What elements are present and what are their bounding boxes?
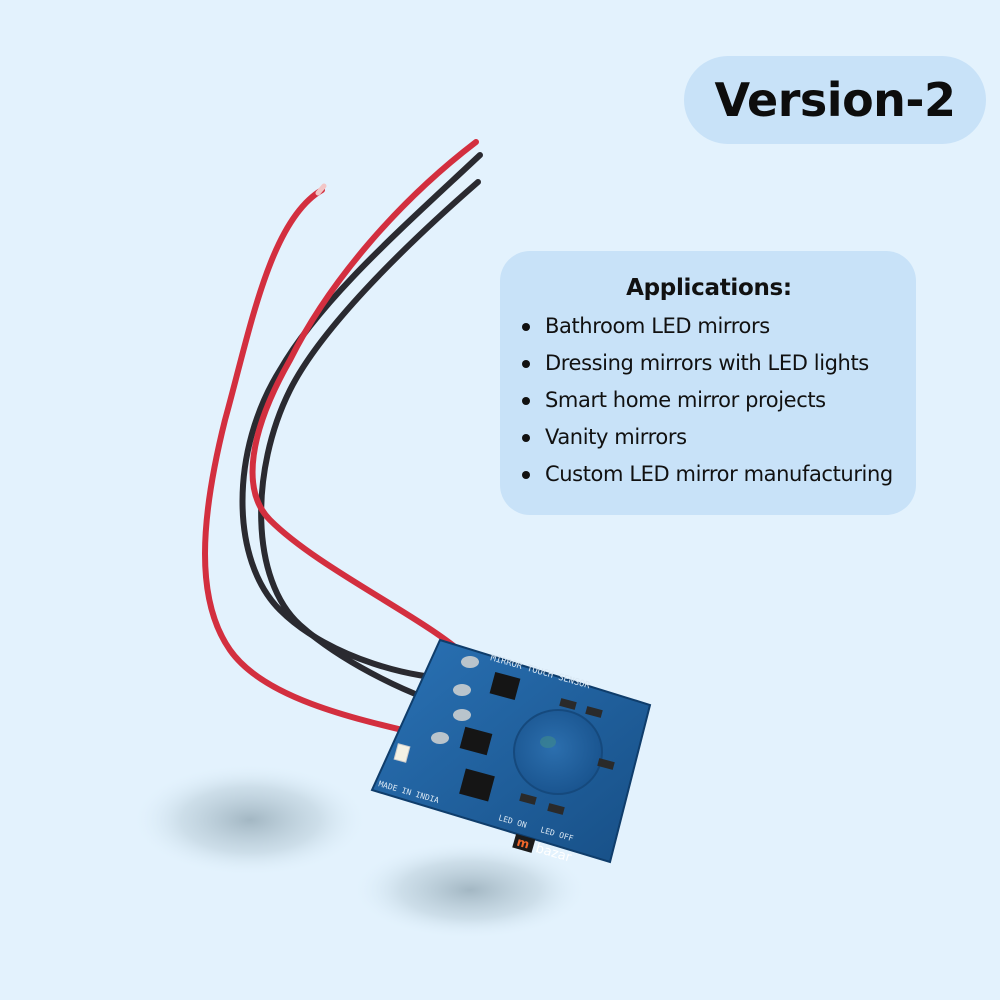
applications-list: Bathroom LED mirrors Dressing mirrors wi… xyxy=(522,308,896,493)
black-wire-2 xyxy=(258,179,481,711)
list-item: Smart home mirror projects xyxy=(522,382,896,419)
ic-chip xyxy=(489,672,521,700)
status-led xyxy=(393,743,411,763)
wire-tip xyxy=(315,183,327,196)
applications-card: Applications: Bathroom LED mirrors Dress… xyxy=(500,251,916,515)
touch-pad xyxy=(513,709,603,795)
ic-chip xyxy=(459,726,493,756)
pcb-board: MIRROR TOUCH SENSOR MADE IN INDIA LED ON… xyxy=(370,638,652,866)
drop-shadow xyxy=(355,842,585,938)
black-wire-1 xyxy=(239,152,483,682)
list-item: Dressing mirrors with LED lights xyxy=(522,345,896,382)
version-badge: Version-2 xyxy=(684,56,986,144)
list-item: Custom LED mirror manufacturing xyxy=(522,456,896,493)
drop-shadow xyxy=(135,765,365,875)
ic-chip xyxy=(459,768,495,802)
list-item: Bathroom LED mirrors xyxy=(522,308,896,345)
red-wire-short xyxy=(249,139,479,663)
brand-logo-m: m xyxy=(515,835,531,852)
red-wire-long xyxy=(202,187,435,740)
applications-title: Applications: xyxy=(626,275,792,301)
list-item: Vanity mirrors xyxy=(522,419,896,456)
